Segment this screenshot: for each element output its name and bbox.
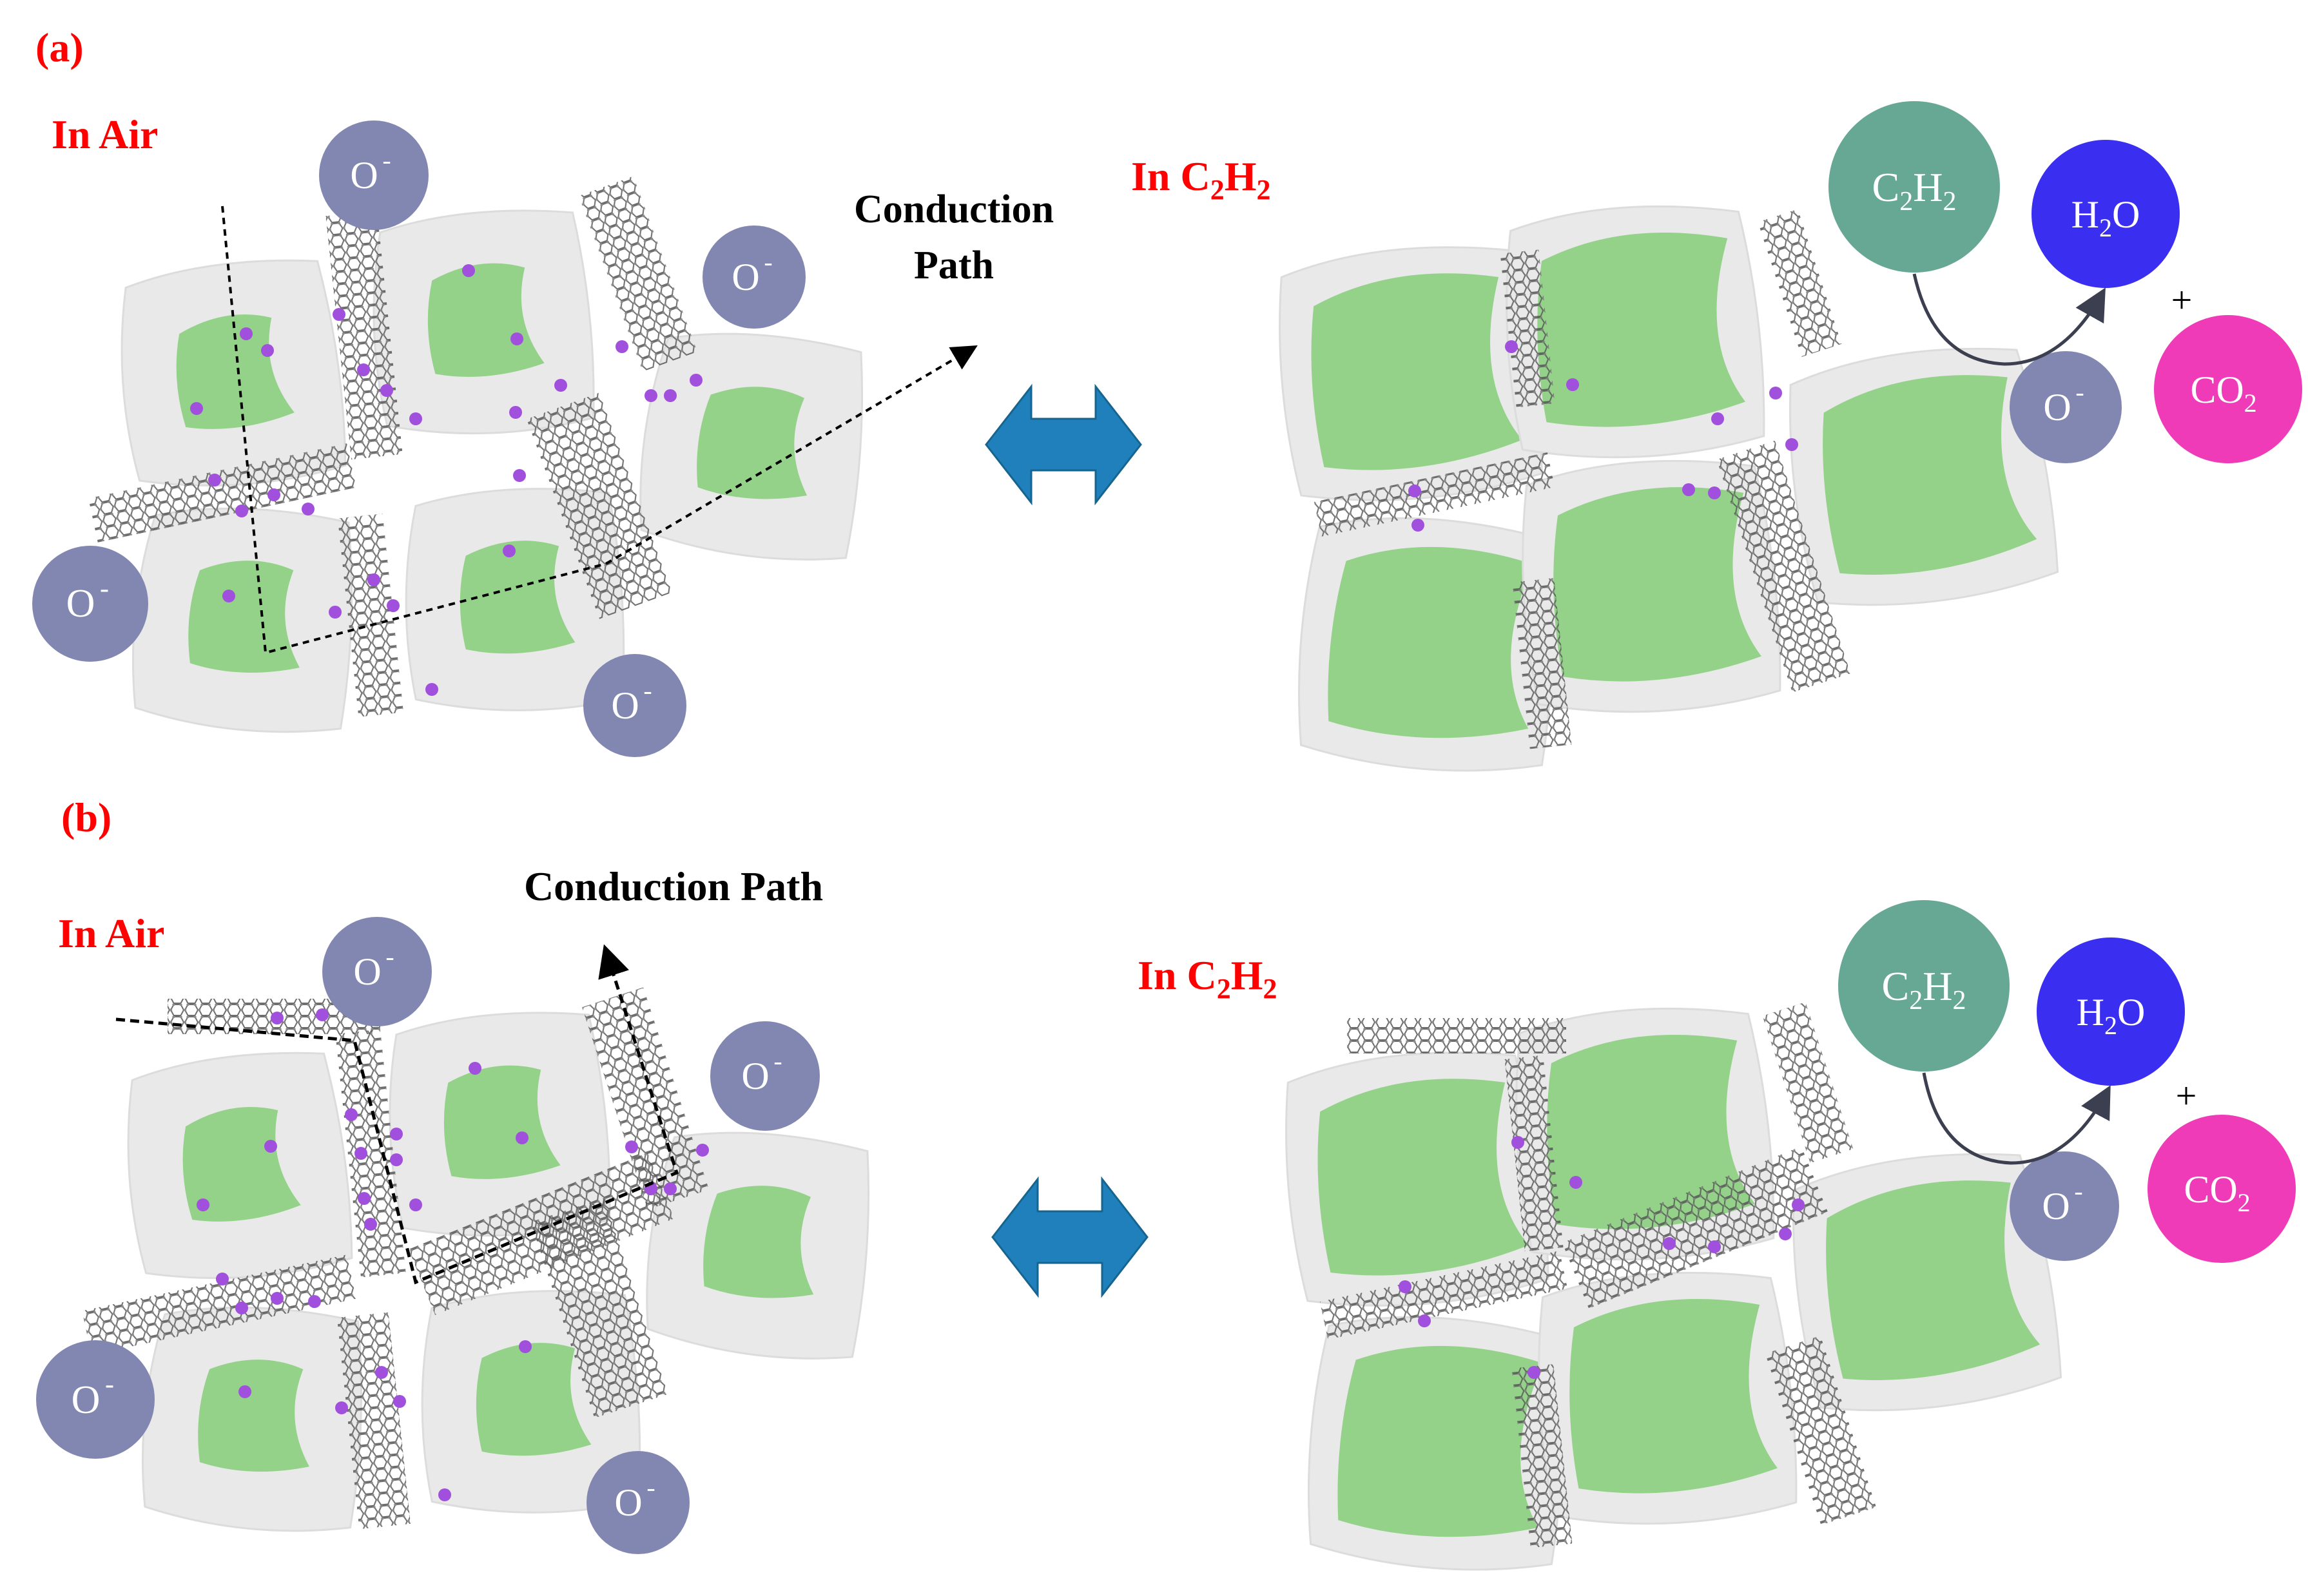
oxygen-ion: O -: [587, 1451, 690, 1554]
panel-a-reaction-arrow: [1912, 273, 2106, 366]
panel-a-gas-oxygen-ion: O -: [2010, 351, 2122, 463]
svg-text:O: O: [741, 1055, 769, 1097]
panel-b-water-molecule: H2O: [2037, 937, 2185, 1086]
panel-b-adsorbed-oxygen-dots: [197, 1008, 709, 1501]
panel-a-gas-adsorbed-dots: [1408, 340, 1798, 532]
panel-a-air-graphene: [88, 176, 697, 717]
panel-a-reversible-arrow: [985, 383, 1142, 506]
panel-a-conduction-label-line2: Path: [914, 244, 994, 287]
svg-text:O: O: [66, 582, 95, 626]
panel-a-conduction-label-line1: Conduction: [854, 187, 1054, 231]
svg-text:CO2: CO2: [2184, 1168, 2250, 1217]
svg-text:O: O: [2043, 386, 2071, 428]
oxygen-ion: O -: [583, 654, 686, 757]
svg-text:O: O: [611, 684, 639, 727]
svg-text:C2H2: C2H2: [1882, 963, 1966, 1015]
svg-text:-: -: [2074, 1177, 2082, 1206]
svg-text:O: O: [353, 950, 381, 993]
svg-text:-: -: [646, 1473, 655, 1502]
svg-text:-: -: [773, 1046, 782, 1075]
panel-a-oxygen-ion-circles: O - O - O - O -: [32, 120, 806, 757]
svg-text:-: -: [643, 676, 652, 705]
svg-text:O: O: [2042, 1185, 2070, 1227]
svg-text:-: -: [764, 247, 772, 276]
panel-b-conduction-path-arrow: [115, 944, 679, 1285]
svg-text:O: O: [72, 1378, 101, 1422]
panel-a-plus-sign: +: [2171, 279, 2193, 321]
svg-text:C2H2: C2H2: [1872, 164, 1957, 216]
panel-b-plus-sign: +: [2176, 1075, 2197, 1117]
panel-b-gas-adsorbed-dots: [1399, 1136, 1805, 1379]
panel-a-acetylene-molecule: C2H2: [1828, 101, 2000, 273]
panel-b-gas-oxygen-ion: O -: [2010, 1151, 2119, 1261]
panel-b-air-graphene: [82, 987, 710, 1530]
panel-b-reversible-arrow: [991, 1176, 1149, 1298]
panel-b-label: (b): [61, 794, 112, 840]
oxygen-ion: O -: [36, 1340, 155, 1459]
panel-a-gas-graphene: [1314, 209, 1851, 749]
svg-text:-: -: [105, 1370, 114, 1399]
panel-a: (a) In Air: [32, 24, 2302, 779]
svg-text:O: O: [732, 256, 759, 298]
panel-a-label: (a): [35, 24, 84, 70]
panel-b-co2-molecule: CO2: [2148, 1115, 2296, 1263]
panel-b-air-label: In Air: [58, 910, 164, 956]
panel-a-co2-molecule: CO2: [2154, 315, 2302, 463]
oxygen-ion: O -: [32, 546, 148, 662]
svg-text:-: -: [100, 574, 109, 604]
panel-a-water-molecule: H2O: [2032, 140, 2180, 288]
svg-text:O: O: [614, 1481, 642, 1524]
panel-b-acetylene-molecule: C2H2: [1838, 900, 2010, 1072]
svg-text:H2O: H2O: [2077, 991, 2146, 1040]
oxygen-ion: O -: [319, 120, 429, 230]
svg-text:-: -: [385, 942, 394, 971]
panel-a-air-label: In Air: [52, 111, 158, 157]
svg-text:-: -: [2075, 378, 2084, 407]
svg-text:O: O: [350, 154, 378, 197]
svg-text:H2O: H2O: [2071, 193, 2140, 242]
panel-b-reaction-arrow: [1922, 1072, 2111, 1165]
svg-text:CO2: CO2: [2190, 369, 2256, 418]
panel-a-adsorbed-oxygen-dots: [190, 264, 703, 696]
panel-b-gas-graphene: [1319, 1002, 1877, 1548]
panel-b: (b) In Air Conduction Path: [36, 794, 2296, 1578]
svg-text:-: -: [382, 146, 391, 175]
panel-a-gas-label: In C2H2: [1131, 153, 1271, 206]
panel-a-conduction-path-arrow: [221, 206, 978, 655]
oxygen-ion: O -: [703, 226, 806, 329]
panel-b-conduction-label: Conduction Path: [524, 863, 823, 909]
oxygen-ion: O -: [710, 1021, 820, 1131]
oxygen-ion: O -: [322, 917, 432, 1026]
panel-b-gas-label: In C2H2: [1138, 952, 1277, 1005]
panel-b-oxygen-ion-circles: O - O - O - O -: [36, 917, 820, 1554]
